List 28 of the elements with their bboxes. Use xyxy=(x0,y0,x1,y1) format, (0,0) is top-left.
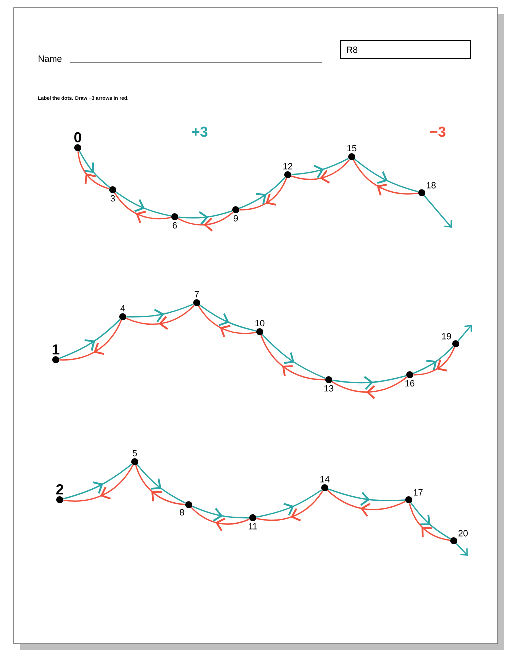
node-label: 0 xyxy=(74,132,82,143)
node-label: 11 xyxy=(249,523,258,530)
node-label: 5 xyxy=(132,450,138,457)
node-label: 8 xyxy=(180,509,184,516)
arrow xyxy=(424,195,452,228)
node-label: 20 xyxy=(458,530,468,537)
arrow xyxy=(458,325,472,342)
minus-three-label: −3 xyxy=(430,126,446,138)
node-label: 18 xyxy=(427,182,436,189)
node-label: 4 xyxy=(120,305,126,312)
name-label: Name xyxy=(38,56,62,62)
node-label: 16 xyxy=(406,380,415,387)
node-label: 13 xyxy=(324,385,334,392)
node-label: 15 xyxy=(348,145,357,152)
node-label: 6 xyxy=(172,222,178,229)
plus-three-label: +3 xyxy=(192,126,208,138)
node-label: 7 xyxy=(194,291,200,298)
arrow xyxy=(456,543,468,556)
node-label: 3 xyxy=(110,195,116,202)
node-label: 9 xyxy=(234,215,238,222)
node-label: 14 xyxy=(320,476,330,483)
node-label: 10 xyxy=(256,320,265,327)
node-label: 1 xyxy=(52,344,60,355)
node-label: 19 xyxy=(442,333,452,340)
node-label: 12 xyxy=(284,163,293,170)
code-box: R8 xyxy=(340,40,471,60)
node-label: 2 xyxy=(56,484,64,495)
node-label: 17 xyxy=(414,489,423,496)
